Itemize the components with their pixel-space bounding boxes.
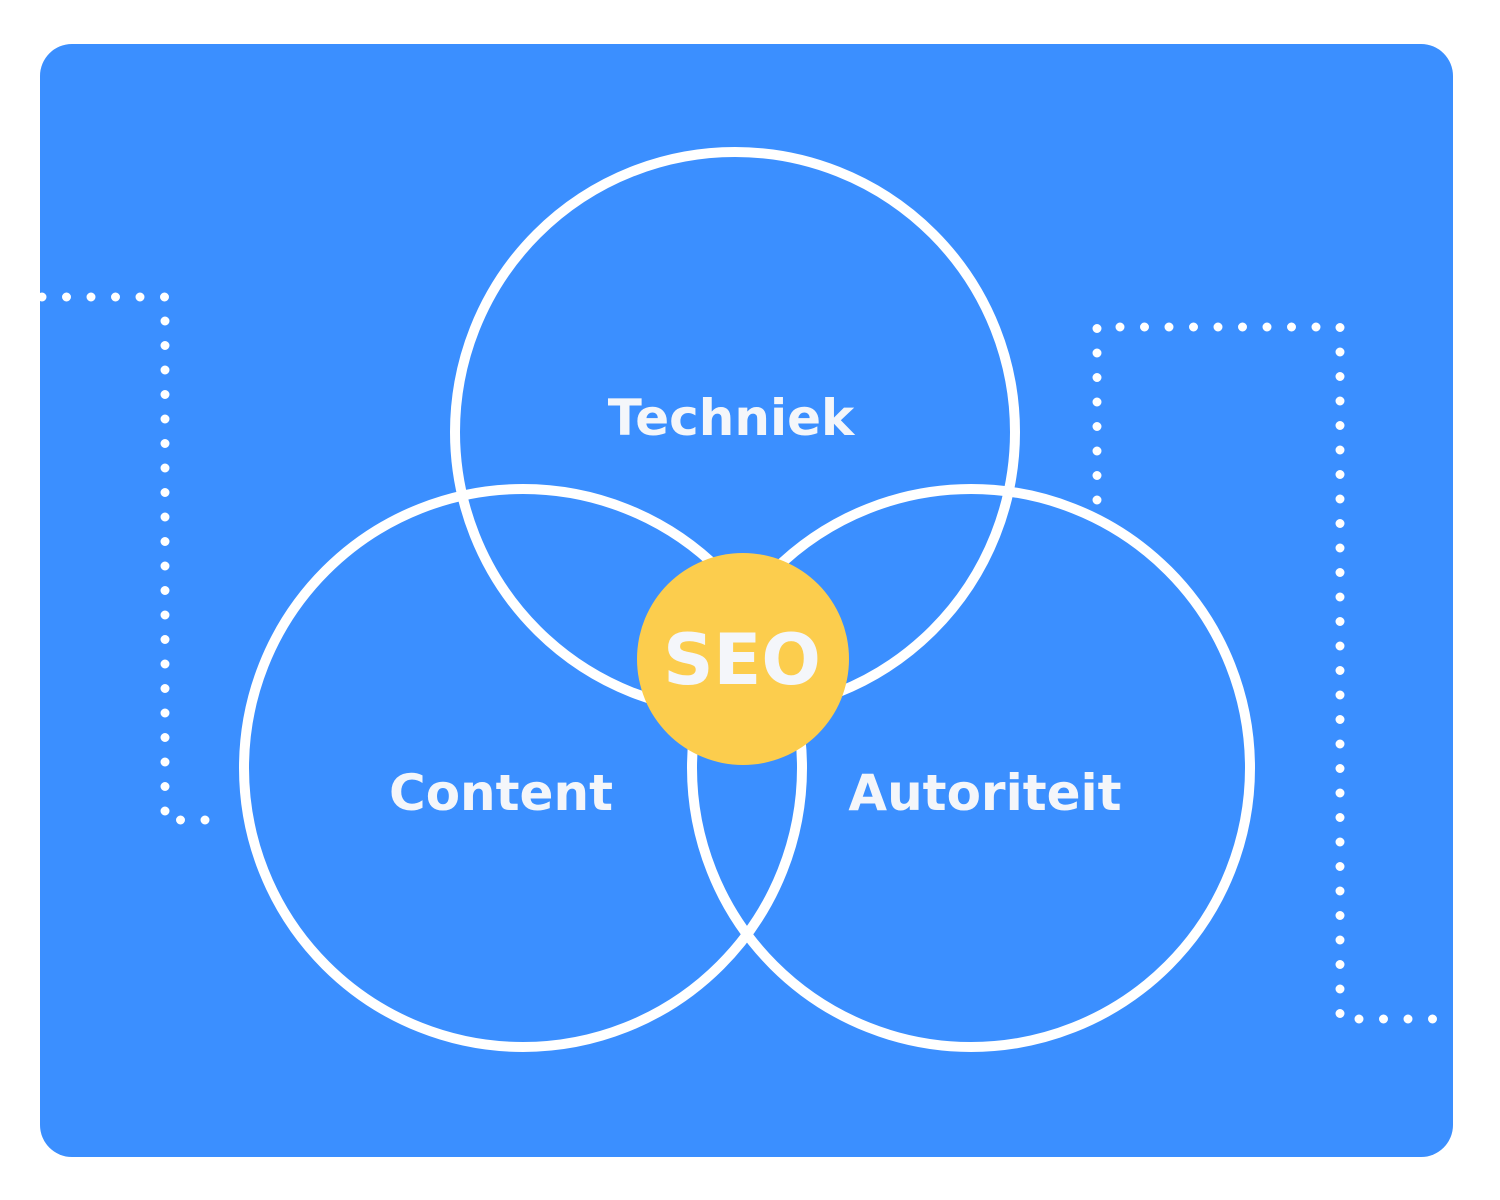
circle-content xyxy=(239,484,807,1052)
label-autoriteit: Autoriteit xyxy=(848,764,1121,822)
label-techniek: Techniek xyxy=(608,389,856,447)
decorative-dotted-line-right xyxy=(1092,322,1445,1024)
seo-center-circle xyxy=(637,553,849,765)
circle-autoriteit xyxy=(687,484,1255,1052)
label-seo: SEO xyxy=(663,619,821,701)
label-content: Content xyxy=(389,764,613,822)
